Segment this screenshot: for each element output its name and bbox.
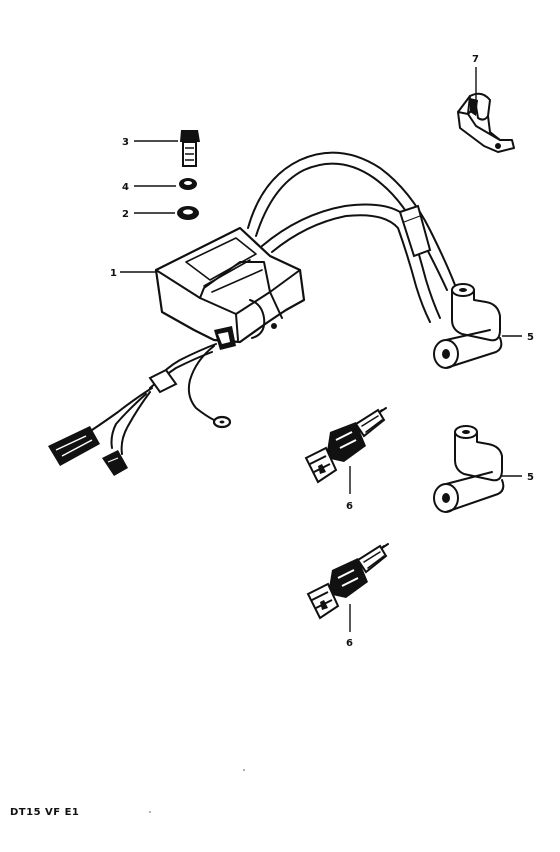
high-tension-cables	[247, 151, 456, 323]
callout-2: 2	[122, 209, 129, 220]
wire-harness	[48, 343, 232, 476]
spark-plug-cap-part-lower	[433, 425, 505, 513]
callout-5-upper: 5	[527, 332, 534, 343]
spark-plug-part-upper	[304, 407, 387, 484]
flat-washer-part	[177, 206, 199, 220]
callout-6-upper: 6	[346, 501, 353, 512]
callout-6-lower: 6	[346, 638, 353, 649]
diagram-reference-code: DT15 VF E1	[10, 807, 80, 818]
lock-washer-part	[179, 178, 197, 190]
callout-1: 1	[110, 268, 117, 279]
bolt-part	[180, 130, 200, 167]
cdi-unit-part	[154, 226, 306, 350]
spark-plug-part-lower	[306, 543, 389, 620]
callout-3: 3	[122, 137, 129, 148]
leader-lines	[120, 67, 522, 632]
callout-5-lower: 5	[527, 472, 534, 483]
cable-clamp-part	[457, 92, 515, 153]
callout-4: 4	[122, 182, 129, 193]
spark-plug-cap-part-upper	[433, 283, 503, 369]
callout-7: 7	[472, 54, 479, 65]
